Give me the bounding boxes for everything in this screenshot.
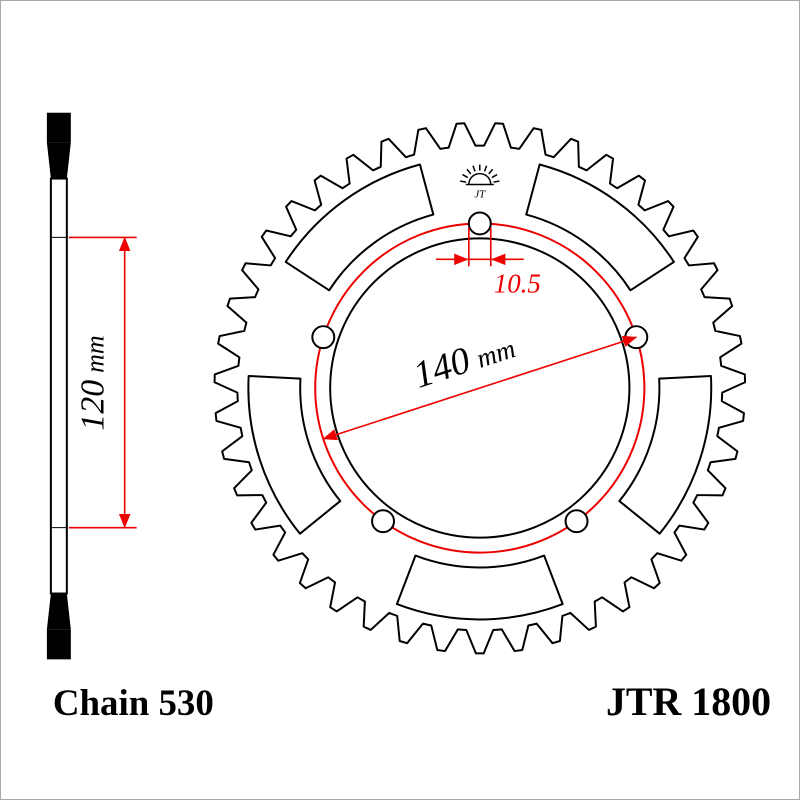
jt-logo-mark: JT	[460, 164, 500, 201]
sun-ray	[462, 173, 469, 179]
side-top-taper	[46, 142, 71, 179]
dim-105-label: 10.5	[494, 268, 541, 298]
lightening-slot	[247, 374, 342, 535]
logo-text: JT	[474, 189, 486, 201]
sun-ray	[460, 180, 467, 183]
chain-spec-label: Chain 530	[53, 682, 214, 723]
sun-ray	[491, 173, 498, 179]
sprocket-side-view	[46, 112, 71, 660]
bolt-hole	[311, 325, 336, 350]
lightening-slot	[395, 554, 564, 621]
side-top-tooth-block	[46, 112, 71, 143]
lightening-slot	[284, 163, 435, 292]
side-bottom-taper	[46, 593, 71, 630]
logo-sun-rays-icon	[460, 164, 500, 183]
bolt-hole	[564, 509, 589, 534]
dim-line-140	[322, 335, 638, 441]
sun-ray	[488, 168, 494, 175]
dim-120-label: 120mm	[75, 335, 112, 430]
sun-ray	[483, 165, 488, 172]
model-label: JTR 1800	[606, 679, 771, 724]
sun-ray	[472, 165, 476, 172]
logo-semicircle	[468, 172, 492, 185]
lightening-slot	[525, 163, 675, 292]
dimension-120mm: 120mm	[68, 236, 137, 529]
lightening-slot	[618, 374, 713, 535]
sun-ray	[493, 180, 500, 183]
bolt-hole	[371, 509, 396, 534]
lightening-slots	[247, 163, 713, 621]
dimension-10-5: 10.5	[435, 227, 541, 298]
sun-ray	[466, 168, 472, 175]
side-bottom-tooth-block	[46, 629, 71, 660]
bolt-hole	[467, 211, 492, 236]
dimension-140mm: 140mm	[322, 333, 638, 441]
side-hub-stem	[49, 177, 68, 595]
